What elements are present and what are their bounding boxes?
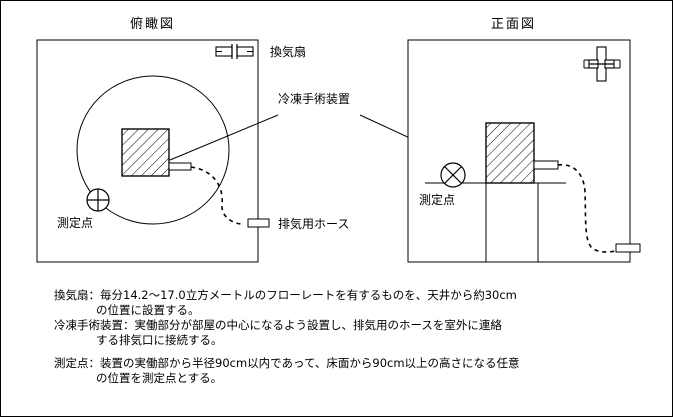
measurement-point-crosshair-icon-front	[440, 162, 466, 188]
device-nozzle-plan	[168, 162, 192, 171]
cryosurgery-device-icon	[121, 128, 170, 177]
measurement-radius-circle	[76, 75, 230, 225]
note-device: 冷凍手術装置：実働部分が部屋の中心になるよう設置し、排気用のホースを室外に連絡 …	[54, 318, 654, 348]
front-view-measure-label: 測定点	[419, 192, 455, 207]
note-fan-line-1: 換気扇：毎分14.2～17.0立方メートルのフローレートを有するものを、天井から…	[54, 288, 517, 302]
note-device-line-1: 冷凍手術装置：実働部分が部屋の中心になるよう設置し、排気用のホースを室外に連絡	[54, 318, 502, 332]
ventilation-fan-plan-icon	[215, 44, 254, 59]
note-measure-line-1: 測定点：装置の実働部から半径90cm以内であって、床面から90cm以上の高さにな…	[54, 356, 520, 370]
exhaust-hose-dashed-path-front	[557, 163, 621, 253]
top-view-title: 俯瞰図	[130, 16, 175, 32]
top-view-measure-label: 測定点	[57, 215, 93, 230]
exhaust-port-icon-plan	[247, 218, 270, 228]
device-nozzle-front	[533, 160, 559, 170]
top-view-hose-label: 排気用ホース	[278, 216, 349, 231]
cryosurgery-device-icon-front	[485, 122, 535, 184]
exhaust-hose-dashed-path-plan	[190, 166, 244, 225]
front-view-title: 正面図	[491, 17, 536, 32]
note-measure: 測定点：装置の実働部から半径90cm以内であって、床面から90cm以上の高さにな…	[54, 356, 654, 386]
device-leader-left	[169, 114, 279, 161]
measurement-point-crosshair-icon	[86, 188, 110, 212]
note-device-line-2: する排気口に接続する。	[96, 333, 223, 347]
ventilation-fan-elevation-icon	[583, 46, 621, 82]
notes-block: 換気扇：毎分14.2～17.0立方メートルのフローレートを有するものを、天井から…	[54, 288, 654, 386]
note-measure-line-2: の位置を測定点とする。	[96, 371, 223, 385]
top-view-fan-label: 換気扇	[270, 44, 306, 59]
note-fan: 換気扇：毎分14.2～17.0立方メートルのフローレートを有するものを、天井から…	[54, 288, 654, 318]
note-fan-line-2: の位置に設置する。	[96, 303, 200, 317]
device-label: 冷凍手術装置	[278, 92, 350, 106]
exhaust-port-icon-front	[615, 243, 641, 253]
